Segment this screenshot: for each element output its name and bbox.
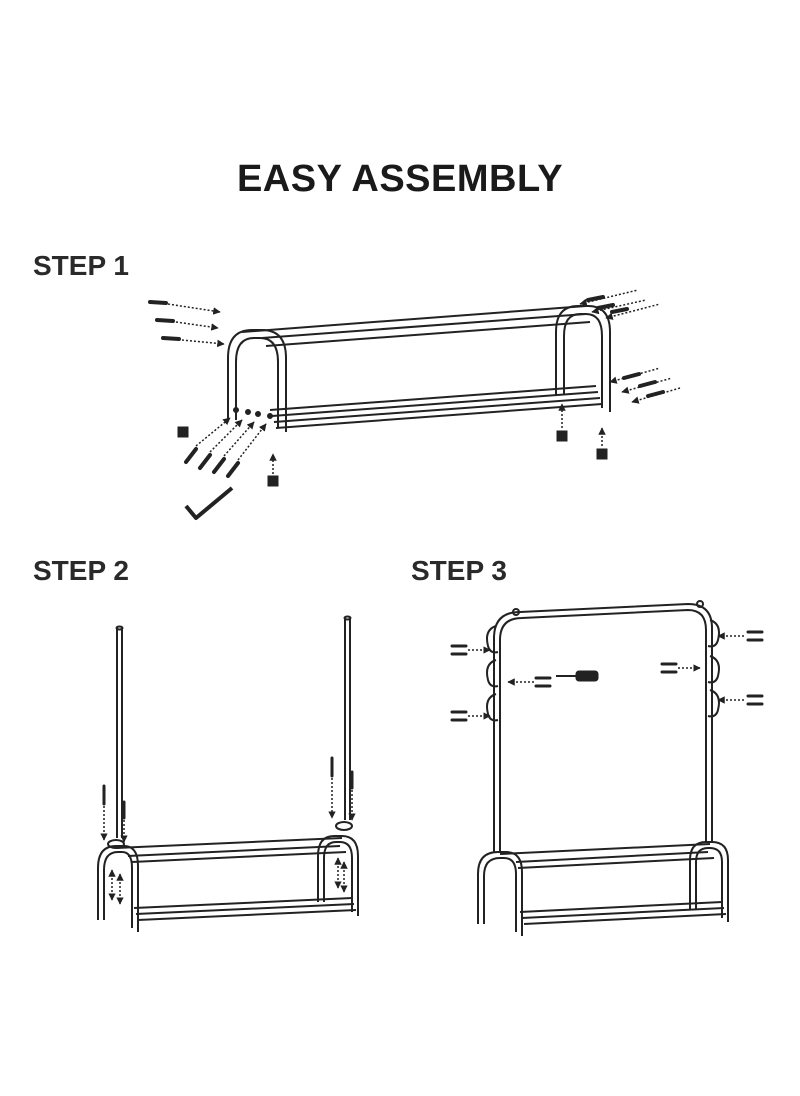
step-2-diagram xyxy=(97,615,359,932)
step-2-label: STEP 2 xyxy=(33,555,129,586)
step-3-screws xyxy=(450,630,764,722)
step-3-label: STEP 3 xyxy=(411,555,507,586)
step-3-diagram xyxy=(477,600,729,936)
step-1-label: STEP 1 xyxy=(33,250,129,281)
step-2-screws xyxy=(100,756,356,905)
step-1-diagram xyxy=(227,305,611,432)
screwdriver-icon xyxy=(556,670,599,682)
page-title: EASY ASSEMBLY xyxy=(236,158,564,200)
step-1-screws xyxy=(148,289,681,520)
